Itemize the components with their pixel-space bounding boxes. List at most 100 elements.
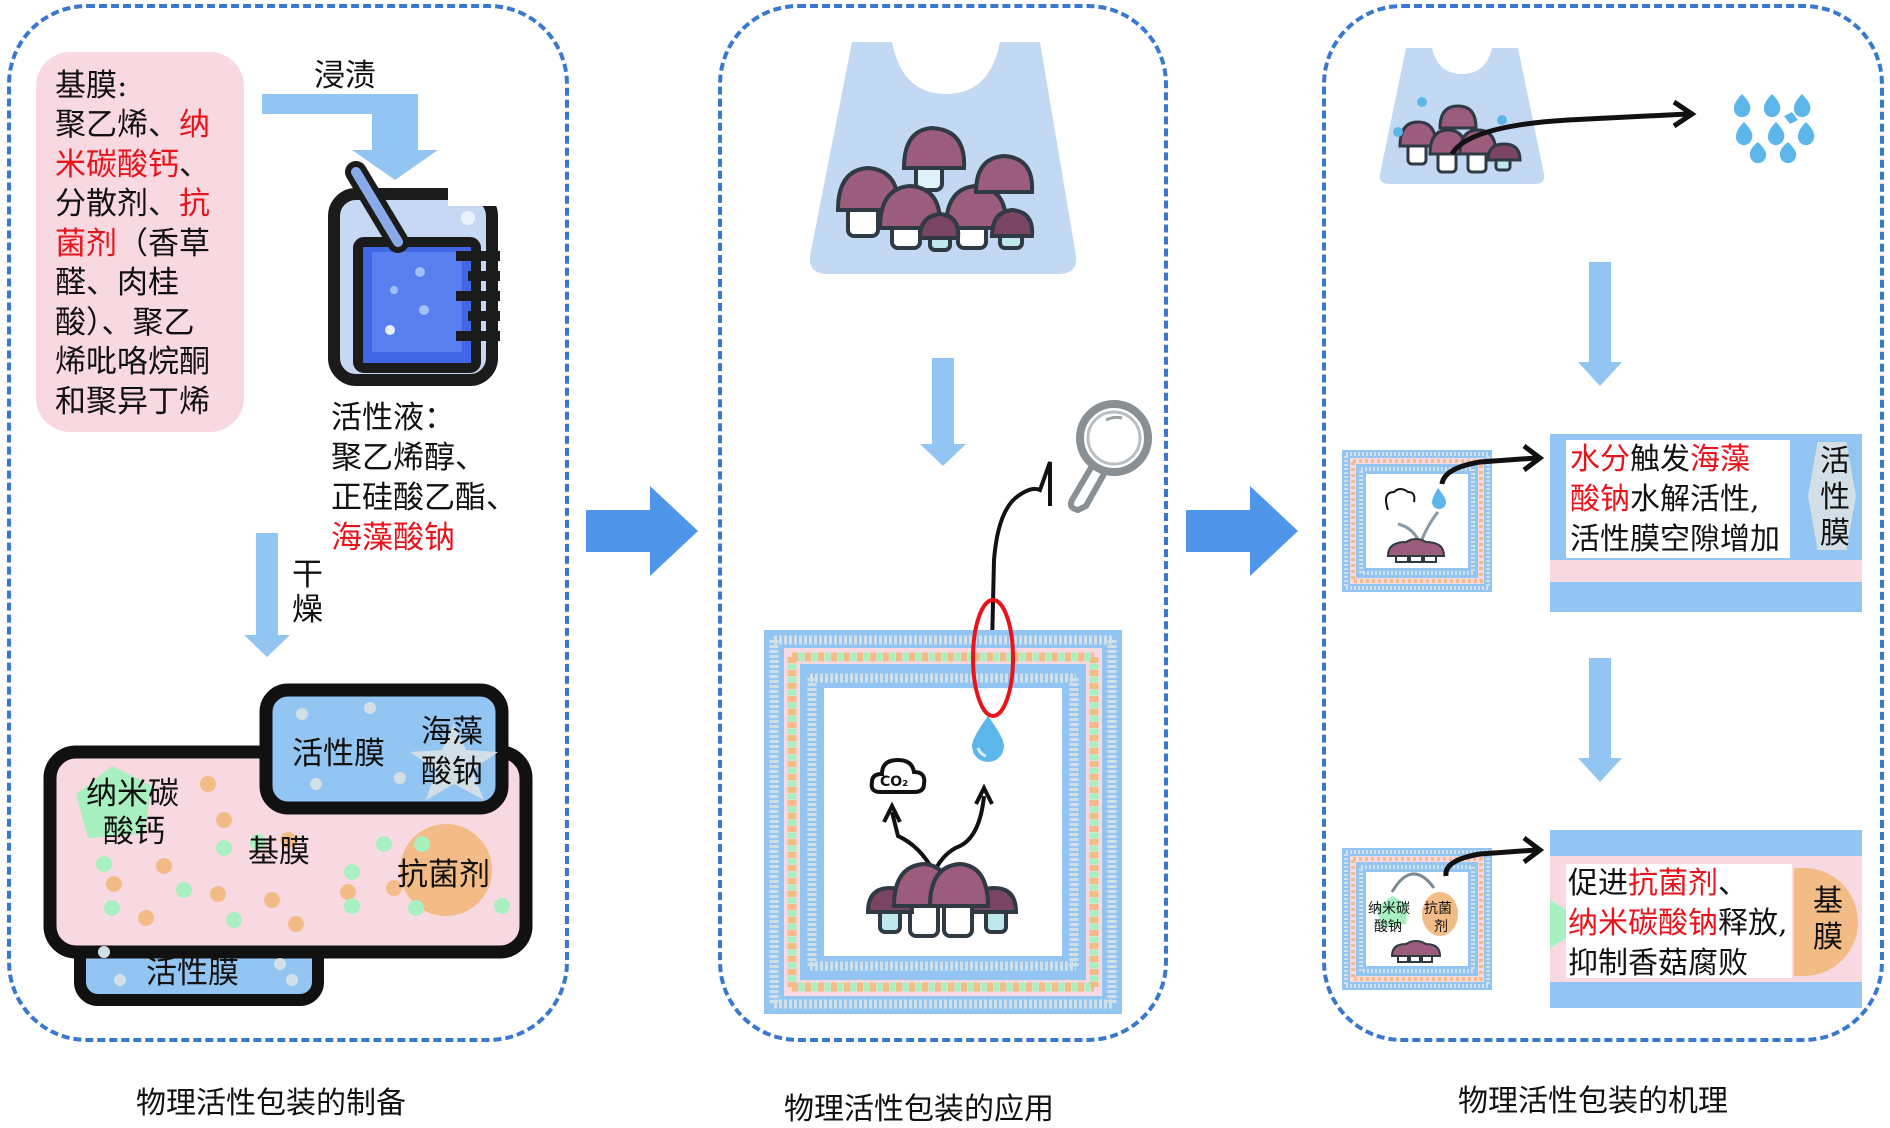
text-segment: 醛、肉桂 — [55, 265, 179, 301]
mechanism-2-line: 促进抗菌剂、 — [1568, 864, 1788, 904]
panel-arrow-1 — [586, 486, 698, 576]
text-segment: 聚乙烯、 — [55, 107, 179, 143]
mechanism-box-1-text: 水分触发海藻酸钠水解活性,活性膜空隙增加 — [1570, 440, 1780, 560]
text-segment: 分散剂、 — [55, 186, 179, 222]
highlight-ellipse — [971, 598, 1015, 718]
text-segment: 促进 — [1568, 866, 1628, 901]
base-film-ingredient-line: 烯吡咯烷酮 — [55, 343, 210, 383]
highlighted-term: 酸钠 — [1570, 482, 1630, 517]
base-film-ingredient-line: 菌剂（香草 — [55, 225, 210, 265]
active-solution-line-3: 海藻酸钠 — [331, 520, 455, 556]
highlighted-term: 抗菌剂 — [1628, 866, 1718, 901]
sodium-alginate-label-1: 海藻 — [421, 714, 483, 750]
nano-caco3-label-1: 纳米碳 — [86, 776, 179, 812]
emission-arrows — [882, 783, 994, 873]
small-nano-label-2: 酸钠 — [1374, 919, 1402, 935]
antibacterial-label: 抗菌剂 — [397, 857, 490, 893]
side-label-char: 膜 — [1820, 516, 1850, 551]
mechanism-1-line: 水分触发海藻 — [1570, 440, 1780, 480]
text-segment: 活性膜空隙增加 — [1570, 522, 1780, 557]
down-arrow-application — [920, 358, 966, 466]
highlighted-term: 米碳酸钙 — [55, 146, 179, 183]
caption-preparation: 物理活性包装的制备 — [136, 1086, 406, 1121]
panel-application — [718, 4, 1168, 1042]
impregnate-label: 浸渍 — [314, 58, 376, 94]
base-film-ingredient-line: 醛、肉桂 — [55, 264, 210, 304]
small-nano-label-1: 纳米碳 — [1368, 901, 1410, 917]
connector-arrow-1 — [1439, 444, 1545, 485]
package-cross-section — [764, 630, 1122, 1014]
highlighted-term: 抗 — [179, 186, 210, 222]
package-small-2 — [1342, 848, 1492, 990]
panel-preparation — [7, 4, 569, 1042]
mushroom-bag-small — [1379, 48, 1545, 184]
dry-label-2: 燥 — [292, 592, 323, 628]
active-solution-line-1: 聚乙烯醇、 — [331, 440, 486, 476]
base-film-ingredient-line: 和聚异丁烯 — [55, 383, 210, 423]
highlighted-term: 海藻 — [1690, 442, 1750, 477]
mushroom-group-icon — [865, 861, 1019, 938]
base-film-title: 基膜: — [55, 68, 128, 104]
base-film-ingredient-line: 米碳酸钙、 — [55, 146, 210, 186]
text-segment: 、 — [179, 146, 210, 183]
highlighted-term: 水分 — [1570, 442, 1630, 477]
base-film-ingredients: 聚乙烯、纳米碳酸钙、分散剂、抗菌剂（香草醛、肉桂酸）、聚乙烯吡咯烷酮和聚异丁烯 — [55, 106, 210, 422]
panel-mechanism — [1322, 4, 1884, 1042]
callout-line — [990, 461, 1052, 647]
text-segment: 烯吡咯烷酮 — [55, 344, 210, 380]
film-structure-diagram — [43, 683, 533, 1006]
mushroom-bag — [809, 42, 1077, 274]
base-film-label: 基膜 — [248, 834, 310, 870]
base-film-info-box — [36, 52, 244, 432]
water-drops-cluster — [1733, 94, 1815, 164]
highlighted-term: 纳米碳酸钠 — [1568, 906, 1718, 941]
text-segment: 酸）、聚乙 — [55, 304, 195, 341]
down-arrow-mechanism-1 — [1578, 262, 1622, 386]
mechanism-2-line: 抑制香菇腐败 — [1568, 944, 1788, 984]
base-film-ingredient-line: 聚乙烯、纳 — [55, 106, 210, 146]
text-segment: 、 — [1718, 866, 1748, 901]
beaker-icon — [328, 161, 504, 386]
mechanism-box-1 — [1550, 434, 1862, 612]
sodium-alginate-label-2: 酸钠 — [421, 754, 483, 790]
dry-label-1: 干 — [292, 557, 323, 593]
highlighted-term: 纳 — [179, 107, 210, 143]
water-drop-icon — [972, 716, 1004, 762]
dry-arrow — [244, 533, 290, 657]
base-film-ingredient-line: 分散剂、抗 — [55, 185, 210, 225]
nano-caco3-label-2: 酸钙 — [103, 814, 165, 850]
base-film-side-label: 基膜 — [1810, 884, 1846, 956]
mechanism-box-2-text: 促进抗菌剂、纳米碳酸钠释放,抑制香菇腐败 — [1568, 864, 1788, 984]
active-film-side-label: 活性膜 — [1818, 444, 1852, 552]
text-segment: （香草 — [117, 225, 210, 262]
connector-arrow-2 — [1443, 836, 1545, 877]
side-label-char: 基 — [1813, 884, 1843, 919]
package-small-1 — [1342, 450, 1492, 592]
small-anti-label-2: 剂 — [1434, 919, 1448, 935]
mechanism-1-line: 酸钠水解活性, — [1570, 480, 1780, 520]
impregnate-arrow — [262, 94, 438, 180]
active-solution-line-2: 正硅酸乙酯、 — [331, 480, 517, 516]
mechanism-2-line: 纳米碳酸钠释放, — [1568, 904, 1788, 944]
moisture-arrow — [1449, 99, 1697, 156]
mechanism-box-2 — [1550, 830, 1862, 1008]
caption-application: 物理活性包装的应用 — [784, 1092, 1054, 1127]
side-label-char: 性 — [1820, 480, 1850, 515]
side-label-char: 活 — [1820, 444, 1850, 479]
down-arrow-mechanism-2 — [1578, 658, 1622, 782]
active-film-top-label: 活性膜 — [292, 736, 385, 772]
text-segment: 释放, — [1718, 906, 1788, 941]
mechanism-1-line: 活性膜空隙增加 — [1570, 520, 1780, 560]
side-label-char: 膜 — [1813, 920, 1843, 955]
active-film-bottom-label: 活性膜 — [146, 955, 239, 991]
magnifier-icon — [1067, 400, 1152, 514]
base-film-ingredient-line: 酸）、聚乙 — [55, 304, 210, 344]
active-solution-title: 活性液： — [331, 400, 455, 436]
text-segment: 和聚异丁烯 — [55, 383, 210, 420]
co2-cloud-icon — [869, 757, 927, 794]
co2-label: CO₂ — [880, 774, 909, 790]
text-segment: 抑制香菇腐败 — [1568, 946, 1748, 981]
small-anti-label-1: 抗菌 — [1424, 901, 1452, 917]
highlighted-term: 菌剂 — [55, 225, 117, 262]
panel-arrow-2 — [1186, 486, 1298, 576]
